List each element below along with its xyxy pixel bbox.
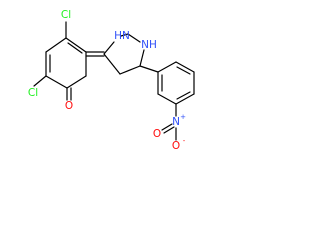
bond <box>127 33 141 43</box>
double-bond-inner <box>176 91 191 100</box>
bond <box>45 37 67 53</box>
bond <box>66 75 87 89</box>
bond <box>103 41 115 55</box>
bond-nitro-o-top <box>161 123 173 131</box>
bond <box>45 75 68 89</box>
bond-to-phenyl <box>139 65 159 73</box>
bond <box>103 53 121 75</box>
atom-cl-left: Cl <box>28 87 38 99</box>
atom-n-nitro: N <box>172 116 180 128</box>
atom-nh-left: HN <box>114 30 130 42</box>
bond <box>157 61 177 73</box>
bond-cl-left <box>33 75 47 87</box>
cyclohexadienone-ring <box>45 37 87 89</box>
atom-o-nitro-minus: O <box>172 140 180 152</box>
bond <box>157 93 177 105</box>
chemical-structure: Cl Cl O HN NH N + O O - <box>28 9 195 152</box>
bond <box>65 37 87 53</box>
charge-plus: + <box>180 113 186 121</box>
atom-nh-right: NH <box>141 39 157 51</box>
atom-o-nitro-double: O <box>153 128 161 140</box>
bond <box>120 33 129 37</box>
atom-o-carbonyl: O <box>65 100 73 112</box>
bond-nitro-o-top-second <box>163 126 175 134</box>
bond <box>175 93 195 105</box>
atom-cl-top: Cl <box>61 9 71 21</box>
double-bond-inner <box>176 66 191 75</box>
bond <box>119 65 141 75</box>
double-bond-inner <box>67 42 83 54</box>
bond <box>139 49 145 67</box>
bond <box>175 61 195 73</box>
pyrazolidine-ring <box>103 33 145 75</box>
nitrophenyl-ring <box>157 61 195 105</box>
charge-minus: - <box>183 137 186 145</box>
